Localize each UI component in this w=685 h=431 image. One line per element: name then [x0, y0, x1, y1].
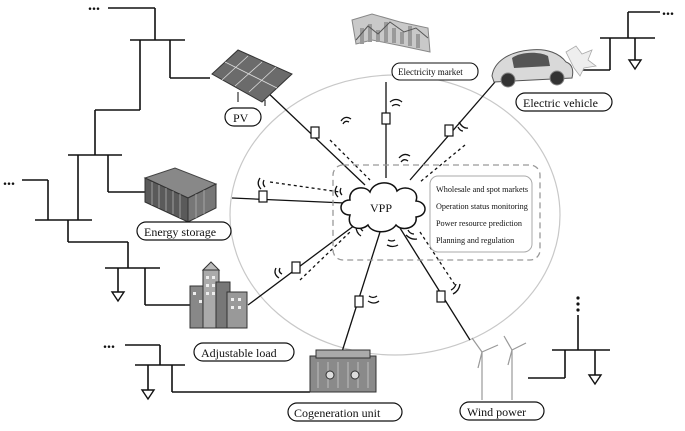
terminal-cogeneration — [354, 295, 364, 308]
wind-power-label-box — [459, 401, 545, 421]
ground-symbols-right — [587, 59, 643, 386]
adjustable-load-label-box — [193, 342, 295, 362]
continuation-dots-bottom-left: ... — [103, 335, 115, 352]
vpp-functions-panel — [429, 175, 533, 253]
wifi-icon — [389, 98, 403, 107]
vpp-cloud-icon — [340, 182, 426, 233]
wifi-icon — [340, 116, 352, 125]
pv-label: PV — [233, 111, 249, 125]
energy-storage-label: Energy storage — [144, 225, 216, 239]
ground-symbol — [140, 389, 156, 401]
electricity-market-label: Electricity market — [398, 67, 463, 77]
terminal-units — [258, 112, 454, 308]
wifi-icon — [367, 295, 380, 304]
cogeneration-unit-label: Cogeneration unit — [294, 406, 381, 420]
terminal-wind — [436, 290, 446, 303]
cogeneration-unit-label-box — [287, 402, 403, 422]
vpp-function-item: Planning and regulation — [436, 236, 514, 245]
left-grid-network — [22, 7, 310, 393]
vpp-label: VPP — [370, 201, 392, 215]
ground-symbol — [627, 59, 643, 71]
terminal-ev — [444, 124, 454, 137]
pv-panel-icon — [211, 49, 293, 106]
ground-symbols-left — [110, 291, 156, 401]
wind-power-label: Wind power — [467, 405, 526, 419]
right-grid-network — [528, 11, 660, 379]
energy-storage-icon — [143, 167, 218, 223]
terminal-pv — [310, 126, 320, 139]
electricity-market-icon — [351, 13, 431, 53]
terminal-storage — [258, 190, 268, 203]
continuation-dots-top-right: ... — [662, 2, 674, 19]
wifi-icon — [257, 177, 266, 190]
continuation-dots-top-left: ... — [88, 0, 100, 14]
electric-vehicle-icon — [491, 45, 597, 88]
wifi-icon — [450, 283, 461, 295]
continuation-dots-bottom-right — [576, 296, 580, 312]
pv-label-box — [224, 107, 262, 127]
wifi-icon — [398, 153, 411, 163]
adjustable-load-icon — [189, 261, 248, 329]
wifi-icon — [457, 121, 469, 132]
vpp-functions-dashed-box — [332, 164, 541, 261]
electric-vehicle-label: Electric vehicle — [523, 96, 598, 110]
energy-storage-label-box — [136, 221, 232, 241]
vpp-function-item: Operation status monitoring — [436, 202, 528, 211]
terminal-market — [381, 112, 391, 125]
terminal-load — [291, 261, 301, 274]
vpp-function-item: Wholesale and spot markets — [436, 185, 528, 194]
ground-symbol — [110, 291, 126, 303]
cogeneration-unit-icon — [309, 349, 377, 393]
dashed-comm-links — [269, 139, 466, 286]
wifi-icon — [334, 185, 343, 198]
adjustable-load-label: Adjustable load — [201, 346, 277, 360]
wifi-icon — [386, 239, 399, 248]
wifi-icon — [274, 267, 283, 279]
wind-turbine-icon — [471, 335, 527, 400]
vpp-function-item: Power resource prediction — [436, 219, 522, 228]
wifi-icon — [405, 229, 418, 240]
electricity-market-label-box — [391, 62, 479, 81]
ground-symbol — [587, 374, 603, 386]
electric-vehicle-label-box — [515, 92, 613, 112]
continuation-dots-left: ... — [3, 172, 15, 189]
